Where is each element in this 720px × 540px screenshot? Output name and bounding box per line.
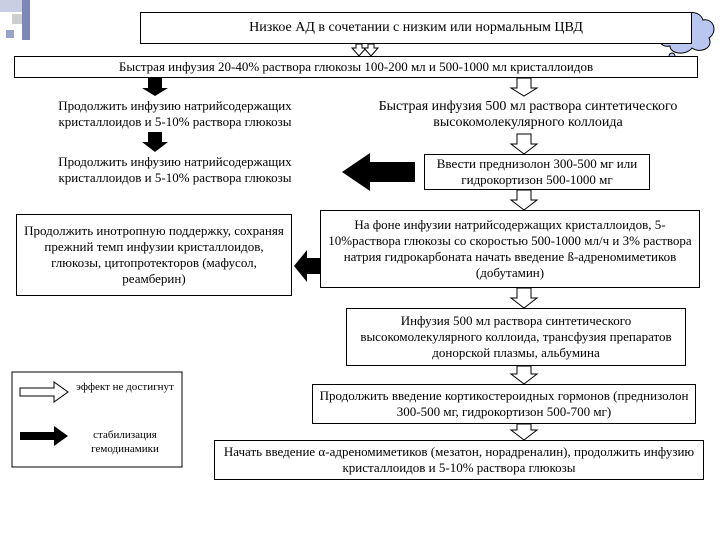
decorative-square-blue [0, 0, 22, 12]
white-arrow-right4-right5 [509, 365, 539, 385]
right3-box: На фоне инфузии натрийсодержащих кристал… [320, 210, 700, 288]
right5-box: Продолжить введение кортикостероидных го… [312, 384, 696, 424]
left1-text: Продолжить инфузию натрийсодержащих крис… [58, 98, 292, 129]
right2-box: Ввести преднизолон 300-500 мг или гидрок… [424, 154, 650, 190]
black-arrow-step1-left1 [142, 78, 168, 96]
decorative-square-gray [12, 14, 22, 24]
decorative-square-small [6, 30, 14, 38]
white-arrow-right1-right2 [509, 133, 539, 155]
step1-box: Быстрая инфузия 20-40% раствора глюкозы … [14, 56, 698, 78]
decorative-square-navy [22, 0, 30, 40]
right6-box: Начать введение α-адреномиметиков (мезат… [214, 440, 704, 480]
black-arrow-left1-left2 [142, 132, 168, 152]
title-box: Низкое АД в сочетании с низким или норма… [140, 12, 692, 44]
legend-black-arrow-label: стабилизация гемодинамики [91, 429, 159, 455]
legend-black-arrow-icon [20, 426, 68, 446]
white-arrow-right2-right3 [509, 189, 539, 211]
right1-text: Быстрая инфузия 500 мл раствора синтетич… [378, 99, 678, 130]
right4-box: Инфузия 500 мл раствора синтетического в… [346, 308, 686, 366]
white-arrow-right3-right4 [509, 287, 539, 309]
white-arrow-step1-right1 [509, 77, 539, 97]
black-arrow-right3-left3 [294, 250, 320, 282]
title-to-step1-arrows [350, 43, 380, 57]
left3-box: Продолжить инотропную поддержку, сохраня… [16, 214, 292, 296]
black-arrow-right2-left2 [342, 153, 415, 191]
legend-white-arrow-icon [19, 381, 69, 403]
white-arrow-right5-right6 [509, 423, 539, 441]
legend-white-arrow-label: эффект не достигнут [76, 381, 174, 393]
left2-text: Продолжить инфузию натрийсодержащих крис… [58, 154, 292, 185]
